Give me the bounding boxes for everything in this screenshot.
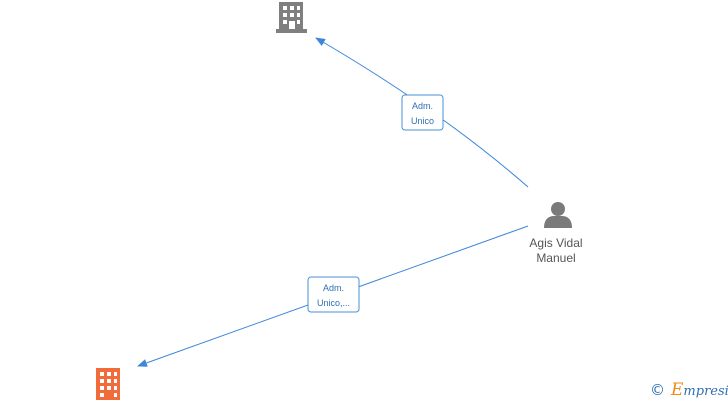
company-bottom-node[interactable]: [96, 368, 120, 400]
person-name-line1: Agis Vidal: [529, 236, 582, 250]
company-top-node[interactable]: [276, 2, 307, 33]
person-node[interactable]: Agis Vidal Manuel: [529, 202, 583, 265]
brand-first-letter: E: [670, 380, 684, 400]
copyright-symbol: ©: [650, 381, 665, 399]
edge-label-adm-unico-more[interactable]: Adm. Unico,...: [307, 276, 360, 313]
empresia-watermark: © Empresia: [650, 380, 728, 400]
building-icon: [276, 2, 307, 33]
edge-label-line1: Adm.: [323, 283, 344, 293]
brand-rest: mpresia: [683, 384, 728, 399]
brand-name: Empresia: [670, 380, 728, 400]
edge-label-line2: Unico: [411, 116, 434, 126]
building-icon: [96, 368, 120, 400]
edge-label-line2: Unico,...: [317, 298, 350, 308]
person-name-line2: Manuel: [536, 251, 575, 265]
person-icon: [544, 202, 572, 228]
edge-label-line1: Adm.: [412, 101, 433, 111]
edge-label-adm-unico[interactable]: Adm. Unico: [401, 94, 444, 131]
